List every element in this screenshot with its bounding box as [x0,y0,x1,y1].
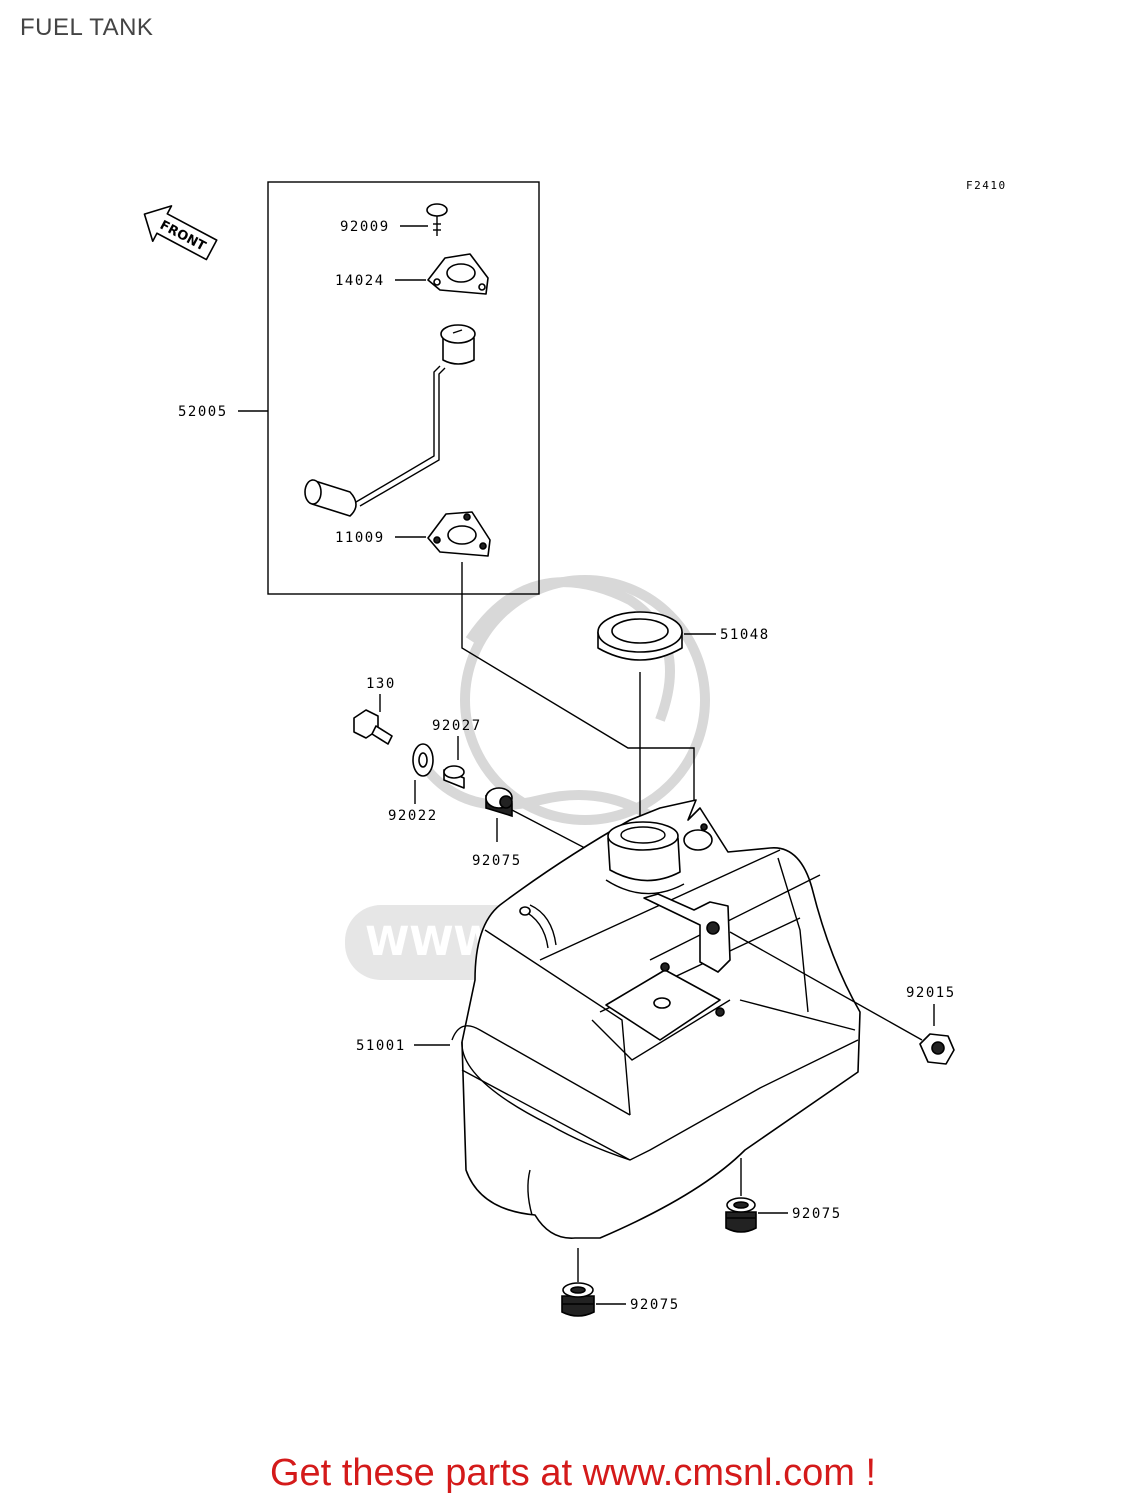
part-14024-plate[interactable] [427,253,489,295]
part-52005-fuel-gauge-sender[interactable] [304,324,476,517]
label-92075-right[interactable]: 92075 [792,1206,842,1222]
label-130[interactable]: 130 [366,676,396,692]
label-92075-upper[interactable]: 92075 [472,853,522,869]
label-92027[interactable]: 92027 [432,718,482,734]
part-92027-collar[interactable] [443,765,465,789]
label-51048[interactable]: 51048 [720,627,770,643]
page-title: FUEL TANK [20,14,154,41]
promo-link[interactable]: Get these parts at www.cmsnl.com ! [269,1452,877,1494]
part-51001-fuel-tank[interactable] [451,799,861,1239]
label-92015[interactable]: 92015 [906,985,956,1001]
fuel-gauge-assembly-box [267,181,540,595]
label-14024[interactable]: 14024 [335,273,385,289]
part-130-bolt[interactable] [353,709,393,745]
label-11009[interactable]: 11009 [335,530,385,546]
part-92075-grommet-right[interactable] [725,1197,757,1233]
part-92015-nut[interactable] [919,1033,955,1065]
figure-code: F2410 [966,179,1007,192]
label-92075-bottom[interactable]: 92075 [630,1297,680,1313]
part-92075-grommet-bottom[interactable] [561,1282,595,1317]
label-51001[interactable]: 51001 [356,1038,406,1054]
label-92009[interactable]: 92009 [340,219,390,235]
front-arrow-icon: FRONT [143,205,218,261]
label-52005[interactable]: 52005 [178,404,228,420]
part-11009-gasket[interactable] [427,511,491,557]
part-92009-screw[interactable] [426,203,448,236]
leader-gasket-to-tank [461,562,695,800]
part-92075-grommet-upper[interactable] [485,787,513,818]
label-92022[interactable]: 92022 [388,808,438,824]
part-92022-washer[interactable] [412,743,434,777]
part-51048-fuel-cap[interactable] [597,611,683,661]
leader-nut [729,931,923,1041]
